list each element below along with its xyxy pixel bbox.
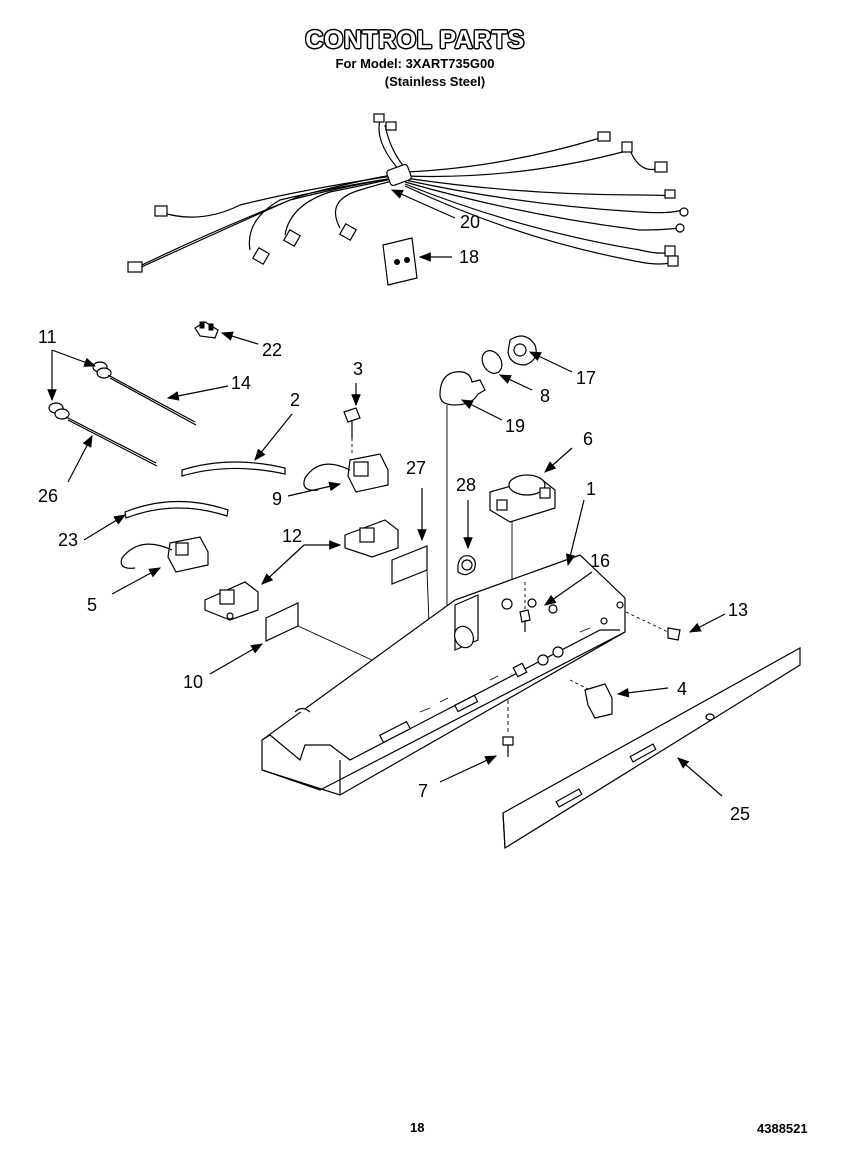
light-socket	[439, 335, 537, 620]
callout-13: 13	[728, 600, 748, 620]
model-line: For Model: 3XART735G00	[335, 56, 495, 71]
finish-line: (Stainless Steel)	[384, 74, 486, 89]
screw-3	[343, 407, 361, 455]
mounting-plate	[382, 237, 418, 286]
callout-7: 7	[418, 781, 428, 801]
knob-28	[457, 555, 476, 576]
callout-28: 28	[456, 475, 476, 495]
callout-9: 9	[272, 489, 282, 509]
leader-lines	[47, 189, 726, 797]
document-number: 4388521	[757, 1121, 808, 1136]
screw-7	[502, 700, 514, 757]
callout-5: 5	[87, 595, 97, 615]
switch-5	[120, 536, 209, 573]
callout-12: 12	[282, 526, 302, 546]
callout-22: 22	[262, 340, 282, 360]
callout-1: 1	[586, 479, 596, 499]
switch-12	[204, 519, 399, 621]
tube-23	[124, 500, 229, 519]
wire-harness	[127, 113, 689, 273]
control-housing	[261, 554, 626, 796]
tube-2	[181, 461, 286, 477]
callout-23: 23	[58, 530, 78, 550]
callout-18: 18	[459, 247, 479, 267]
callout-16: 16	[590, 551, 610, 571]
callout-25: 25	[730, 804, 750, 824]
callout-10: 10	[183, 672, 203, 692]
callout-17: 17	[576, 368, 596, 388]
switch-9	[303, 453, 389, 493]
connector-icon	[127, 261, 143, 273]
bracket-4	[569, 679, 613, 719]
callout-8: 8	[540, 386, 550, 406]
callout-6: 6	[583, 429, 593, 449]
thermostat-tubes	[48, 361, 197, 467]
callout-19: 19	[505, 416, 525, 436]
trim-strip-25	[502, 646, 801, 850]
light-bulb-icon	[439, 371, 486, 406]
temperature-control-6	[489, 474, 556, 585]
callout-27: 27	[406, 458, 426, 478]
callout-20: 20	[460, 212, 480, 232]
callout-numbers: 20 18 22 11 14 3 2 17 8 19 6 27 28 1 26 …	[38, 212, 750, 824]
clip	[194, 321, 219, 339]
callout-4: 4	[677, 679, 687, 699]
callout-14: 14	[231, 373, 251, 393]
page-number: 18	[410, 1120, 425, 1135]
callout-2: 2	[290, 390, 300, 410]
screw-13	[625, 611, 681, 641]
callout-3: 3	[353, 359, 363, 379]
callout-26: 26	[38, 486, 58, 506]
screw-16	[519, 582, 531, 632]
callout-11: 11	[38, 327, 57, 347]
page-title: CONTROL PARTS	[305, 26, 525, 54]
